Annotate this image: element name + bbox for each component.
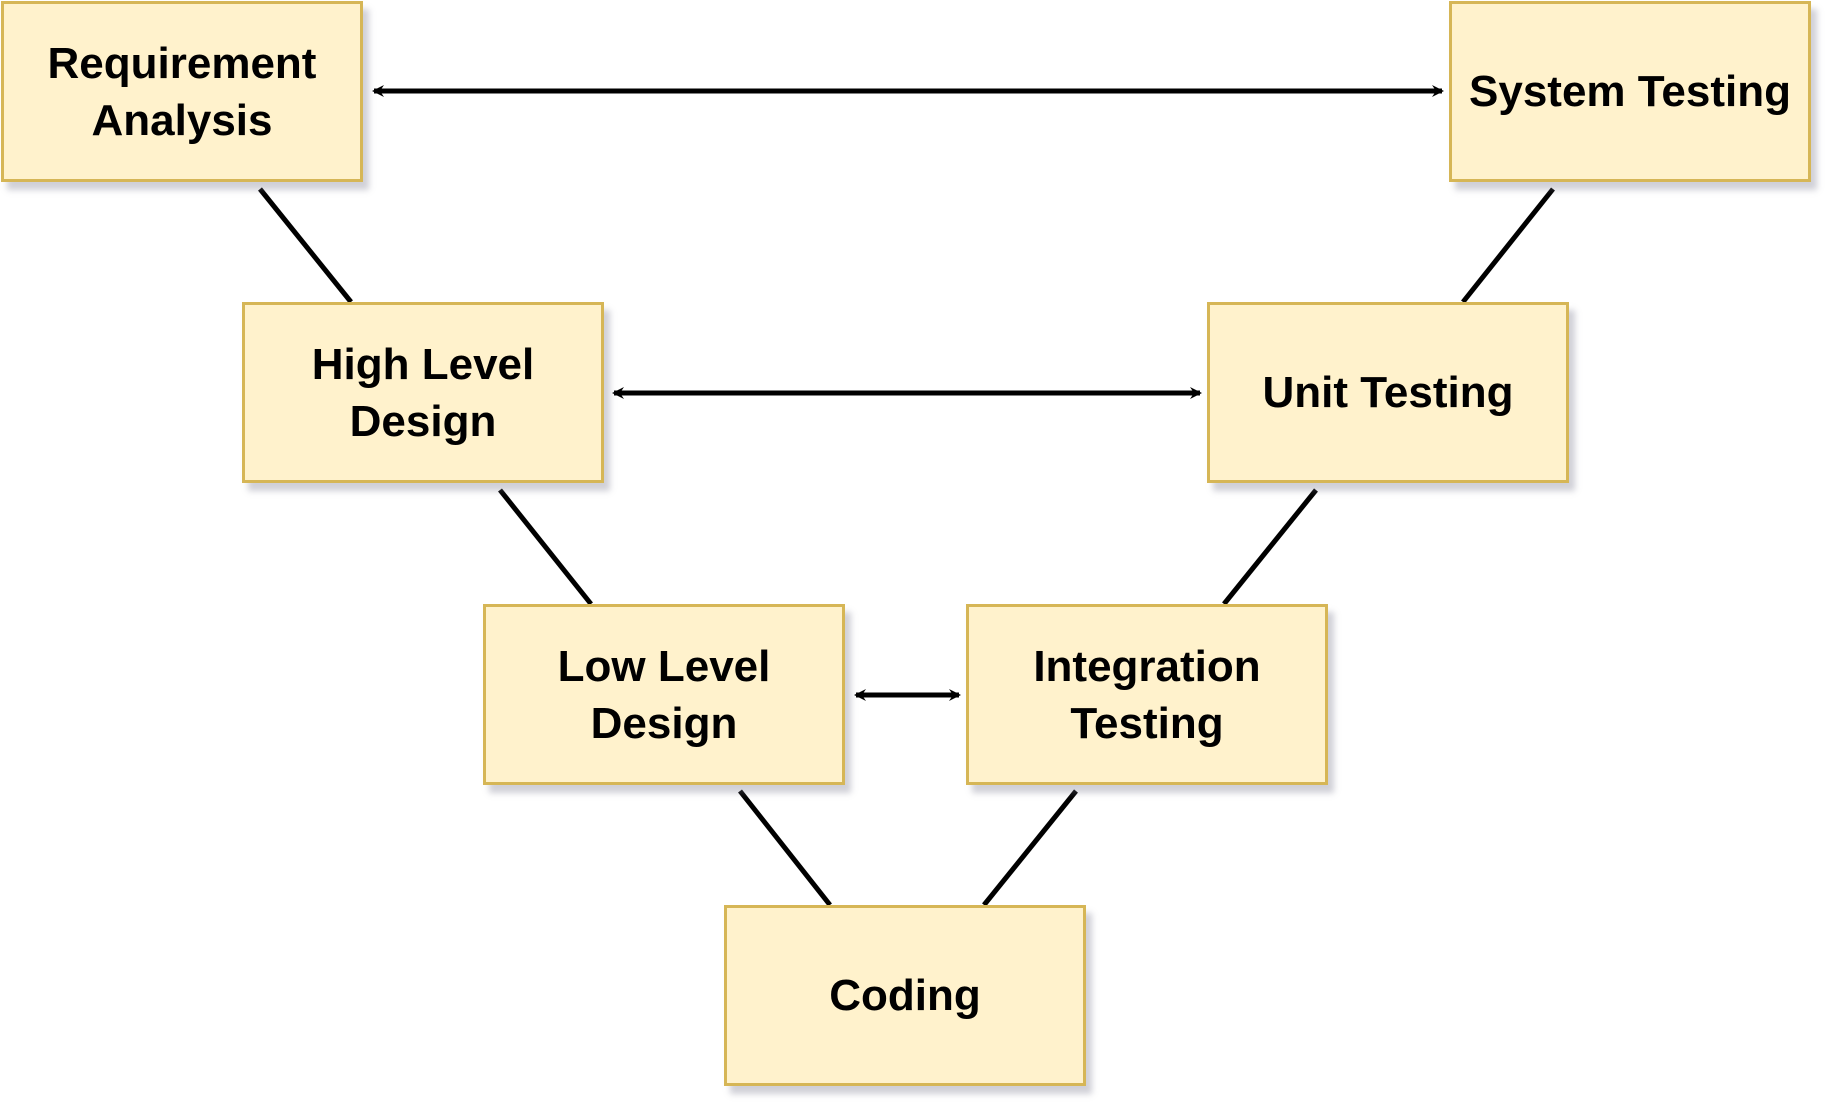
- high-level-design-label: High Level Design: [311, 339, 535, 446]
- low-level-design-label: Low Level Design: [557, 641, 771, 748]
- coding-box: Coding: [724, 905, 1086, 1086]
- requirement-analysis-label: Requirement Analysis: [47, 38, 317, 145]
- coding-label: Coding: [829, 971, 981, 1020]
- integration-testing-box: Integration Testing: [966, 604, 1328, 785]
- connector-low-level-to-coding: [738, 789, 832, 907]
- connector-unit-to-system: [1461, 187, 1555, 304]
- integration-testing-label: Integration Testing: [1033, 641, 1261, 748]
- high-level-design-box: High Level Design: [242, 302, 604, 483]
- unit-testing-label: Unit Testing: [1262, 368, 1514, 417]
- system-testing-box: System Testing: [1449, 1, 1811, 182]
- connector-integration-to-unit: [1222, 488, 1318, 606]
- connector-high-level-to-low-level: [498, 488, 593, 606]
- requirement-analysis-box: Requirement Analysis: [1, 1, 363, 182]
- connector-requirement-to-high-level: [258, 187, 353, 304]
- unit-testing-box: Unit Testing: [1207, 302, 1569, 483]
- connector-coding-to-integration: [982, 789, 1078, 907]
- system-testing-label: System Testing: [1469, 67, 1791, 116]
- low-level-design-box: Low Level Design: [483, 604, 845, 785]
